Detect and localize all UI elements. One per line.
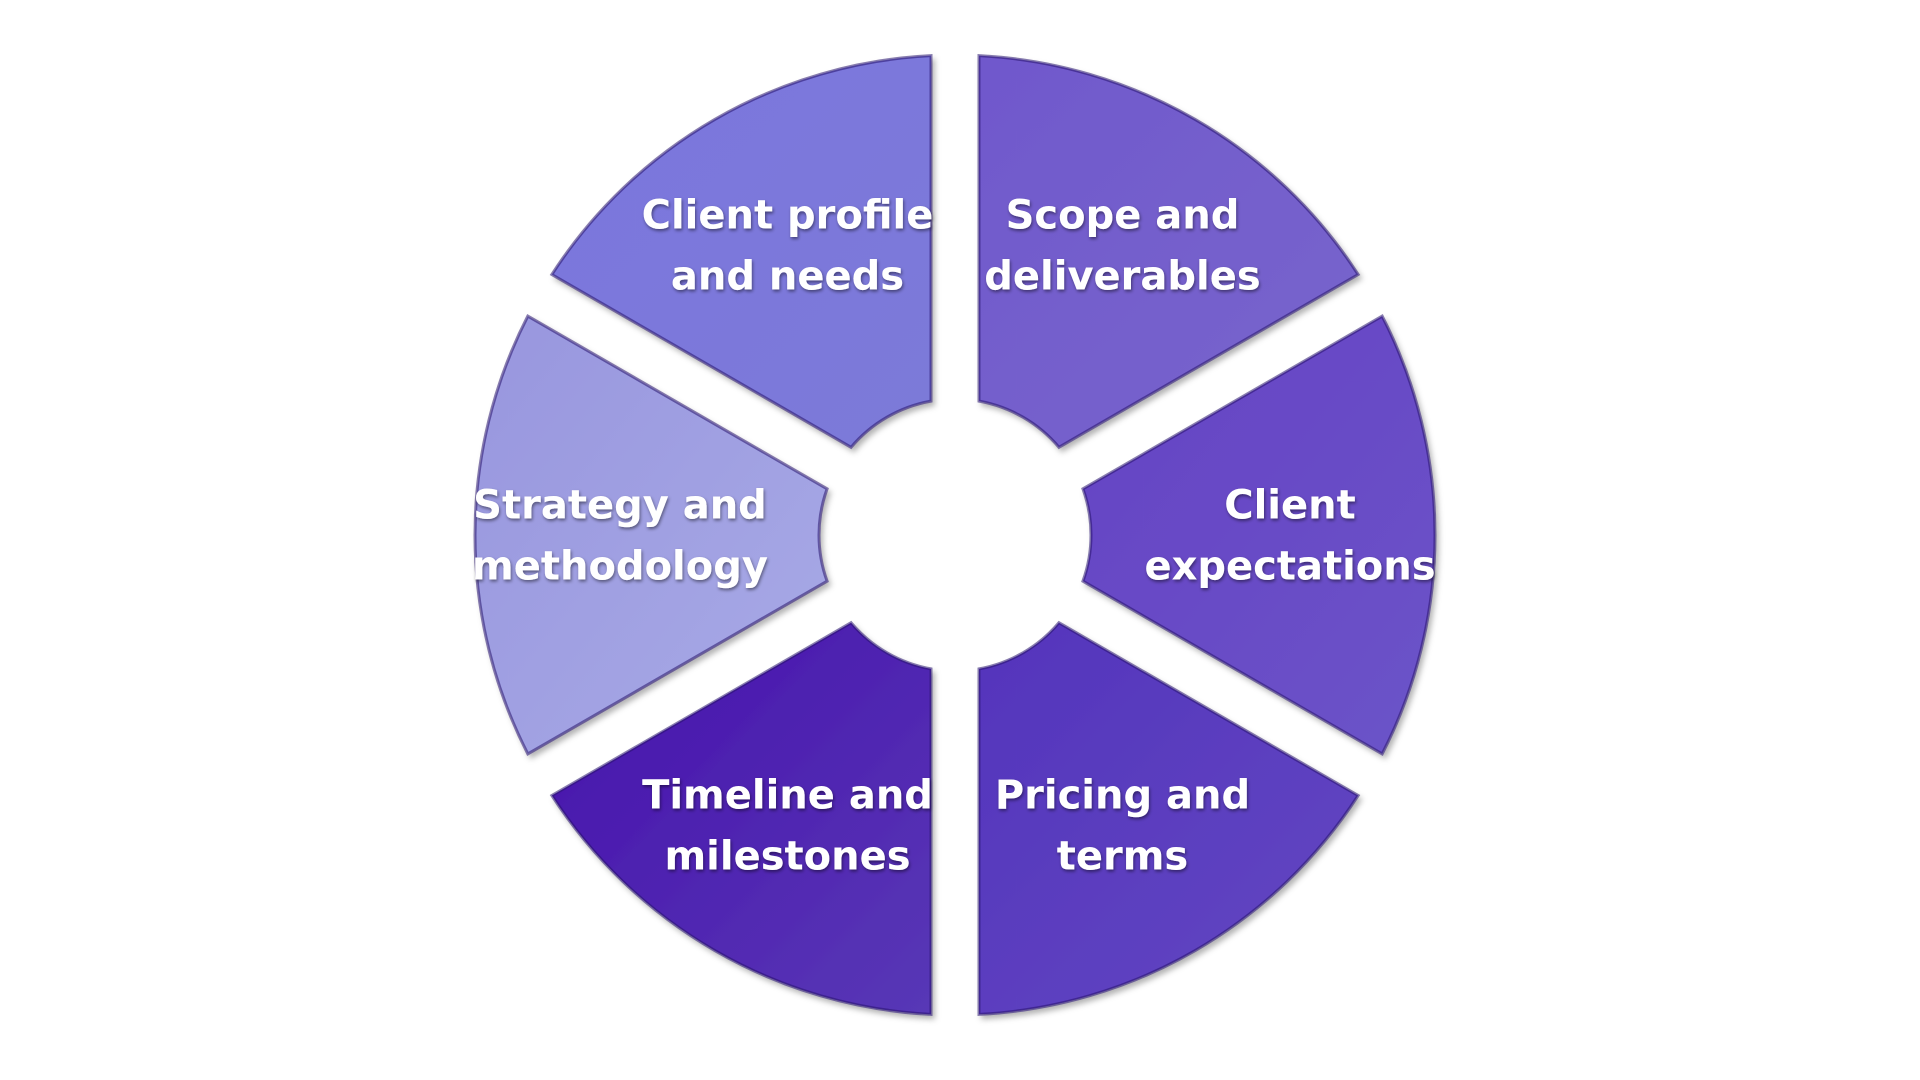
segment-label-line: Pricing and	[995, 773, 1250, 819]
segment-label-line: Strategy and	[473, 483, 767, 529]
segment-label-line: terms	[1057, 834, 1188, 880]
segment-label-line: Client profile	[642, 192, 934, 238]
segment-strategy-and-methodology	[473, 313, 829, 757]
segment-label-line: and needs	[671, 253, 904, 299]
segment-label: Pricing and terms	[995, 773, 1250, 880]
segment-label: Strategy and methodology	[472, 483, 768, 590]
segment-client-profile-and-needs	[549, 54, 933, 450]
segment-label-line: Timeline and	[642, 773, 933, 819]
segment-label: Scope and deliverables	[984, 192, 1260, 299]
segment-pricing-and-terms	[977, 620, 1361, 1016]
segment-label: Client expectations	[1144, 483, 1435, 590]
segment-timeline-and-milestones	[549, 620, 933, 1016]
segment-scope-and-deliverables	[977, 54, 1361, 450]
segment-label: Client profile and needs	[642, 192, 934, 299]
segment-label: Timeline and milestones	[642, 773, 933, 880]
segment-label-line: methodology	[472, 544, 768, 590]
segment-label-line: Client	[1224, 483, 1356, 529]
segment-label-line: deliverables	[984, 253, 1260, 299]
segment-label-line: Scope and	[1006, 192, 1240, 238]
segment-label-line: milestones	[664, 834, 910, 880]
segment-label-line: expectations	[1144, 544, 1435, 590]
segment-client-expectations	[1081, 313, 1437, 757]
